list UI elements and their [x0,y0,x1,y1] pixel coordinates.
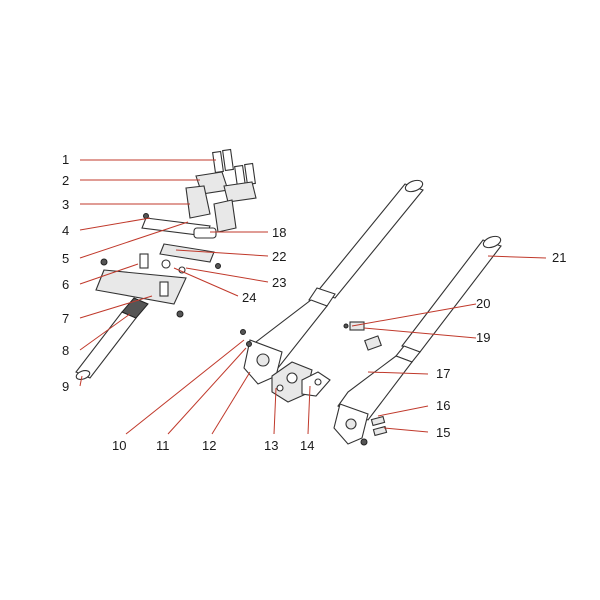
callout-15: 15 [436,425,450,440]
callout-4: 4 [62,223,69,238]
callout-19: 19 [476,330,490,345]
callout-numbers: 1 2 3 4 5 6 7 8 9 10 11 12 13 14 15 16 1… [62,152,566,453]
axle-bracket-right [333,403,388,446]
callout-13: 13 [264,438,278,453]
callout-22: 22 [272,249,286,264]
callout-6: 6 [62,277,69,292]
handlebar-clamps [185,148,257,239]
callout-10: 10 [112,438,126,453]
callout-20: 20 [476,296,490,311]
upper-triple-clamp [141,213,221,274]
fork-tube-left [247,179,424,369]
callout-1: 1 [62,152,69,167]
fork-tube-right [337,235,502,421]
callout-5: 5 [62,251,69,266]
lower-triple-clamp [95,253,187,318]
caliper-bracket [301,371,331,397]
callout-11: 11 [156,438,170,453]
callout-23: 23 [272,275,286,290]
callout-3: 3 [62,197,69,212]
callout-17: 17 [436,366,450,381]
leader-lines [79,159,547,435]
callout-7: 7 [62,311,69,326]
steering-stem [75,311,137,381]
callout-18: 18 [272,225,286,240]
callout-2: 2 [62,173,69,188]
top-cap-hardware [343,321,365,331]
callout-21: 21 [552,250,566,265]
axle-bracket-left [240,329,283,385]
callout-24: 24 [242,290,256,305]
callout-8: 8 [62,343,69,358]
callout-14: 14 [300,438,314,453]
callout-16: 16 [436,398,450,413]
callout-9: 9 [62,379,69,394]
callout-12: 12 [202,438,216,453]
